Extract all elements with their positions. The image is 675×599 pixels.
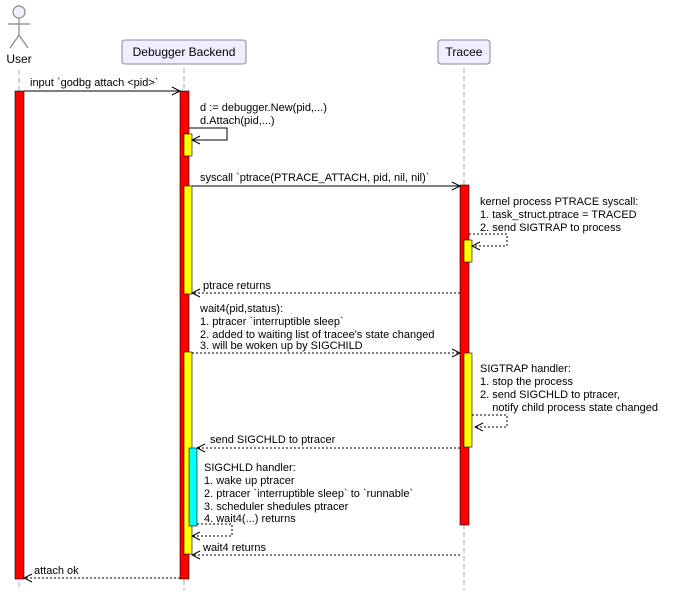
backend-label: Debugger Backend	[133, 45, 236, 59]
message-label: wait4 returns	[202, 542, 266, 554]
message-label: 3. scheduler shedules ptracer	[204, 501, 349, 513]
message-label: 2. ptracer `interruptible sleep` to `run…	[204, 488, 413, 500]
message-label: send SIGCHLD to ptracer	[210, 434, 336, 446]
backend-activation-ptrace	[183, 185, 193, 295]
user-actor: User	[6, 5, 32, 66]
user-activation	[14, 90, 25, 580]
backend-activation	[179, 90, 190, 580]
message-wait4: wait4(pid,status): 1. ptracer `interrupt…	[192, 303, 460, 353]
message-label: d.Attach(pid,...)	[200, 115, 275, 127]
message-label: input `godbg attach <pid>`	[30, 77, 158, 89]
message-label: 2. send SIGTRAP to process	[480, 222, 622, 234]
message-label: notify child process state changed	[480, 402, 658, 414]
message-sigchld-handler: SIGCHLD handler: 1. wake up ptracer 2. p…	[192, 462, 413, 536]
message-label: wait4(pid,status):	[199, 303, 283, 315]
message-label: d := debugger.New(pid,...)	[200, 102, 327, 114]
message-label: SIGCHLD handler:	[204, 462, 296, 474]
message-sigtrap-handler: SIGTRAP handler: 1. stop the process 2. …	[472, 363, 658, 427]
message-label: kernel process PTRACE syscall:	[480, 196, 638, 208]
stick-figure-icon	[8, 5, 30, 49]
user-label: User	[6, 52, 31, 66]
message-label: ptrace returns	[203, 280, 271, 292]
message-label: 1. wake up ptracer	[204, 475, 295, 487]
message-label: 1. task_struct.ptrace = TRACED	[480, 209, 637, 221]
message-label: 1. ptracer `interruptible sleep`	[200, 316, 344, 328]
message-ptrace-returns: ptrace returns	[192, 280, 460, 293]
message-kernel-ptrace: kernel process PTRACE syscall: 1. task_s…	[469, 196, 638, 246]
backend-activation-sigchld	[188, 447, 198, 527]
message-label: syscall `ptrace(PTRACE_ATTACH, pid, nil,…	[200, 172, 429, 184]
message-send-sigchld: send SIGCHLD to ptracer	[197, 434, 460, 448]
tracee-label: Tracee	[446, 45, 483, 59]
message-label: 4. wait4(...) returns	[204, 513, 296, 525]
message-label: 2. added to waiting list of tracee's sta…	[200, 329, 434, 341]
message-label: SIGTRAP handler:	[480, 363, 571, 375]
message-label: 3. will be woken up by SIGCHILD	[200, 340, 363, 352]
backend-activation-new	[183, 133, 193, 157]
message-input-attach: input `godbg attach <pid>`	[24, 77, 180, 91]
message-syscall-ptrace: syscall `ptrace(PTRACE_ATTACH, pid, nil,…	[192, 172, 460, 186]
message-label: 1. stop the process	[480, 376, 573, 388]
participant-backend: Debugger Backend	[121, 39, 247, 65]
tracee-activation-sigtrap	[463, 352, 473, 448]
message-debugger-new: d := debugger.New(pid,...) d.Attach(pid,…	[189, 102, 327, 140]
tracee-activation-kernel	[463, 239, 473, 263]
participant-tracee: Tracee	[437, 39, 491, 65]
message-attach-ok: attach ok	[24, 565, 180, 578]
message-wait4-returns: wait4 returns	[192, 542, 460, 555]
message-label: 2. send SIGCHLD to ptracer,	[480, 389, 620, 401]
message-label: attach ok	[34, 565, 79, 577]
